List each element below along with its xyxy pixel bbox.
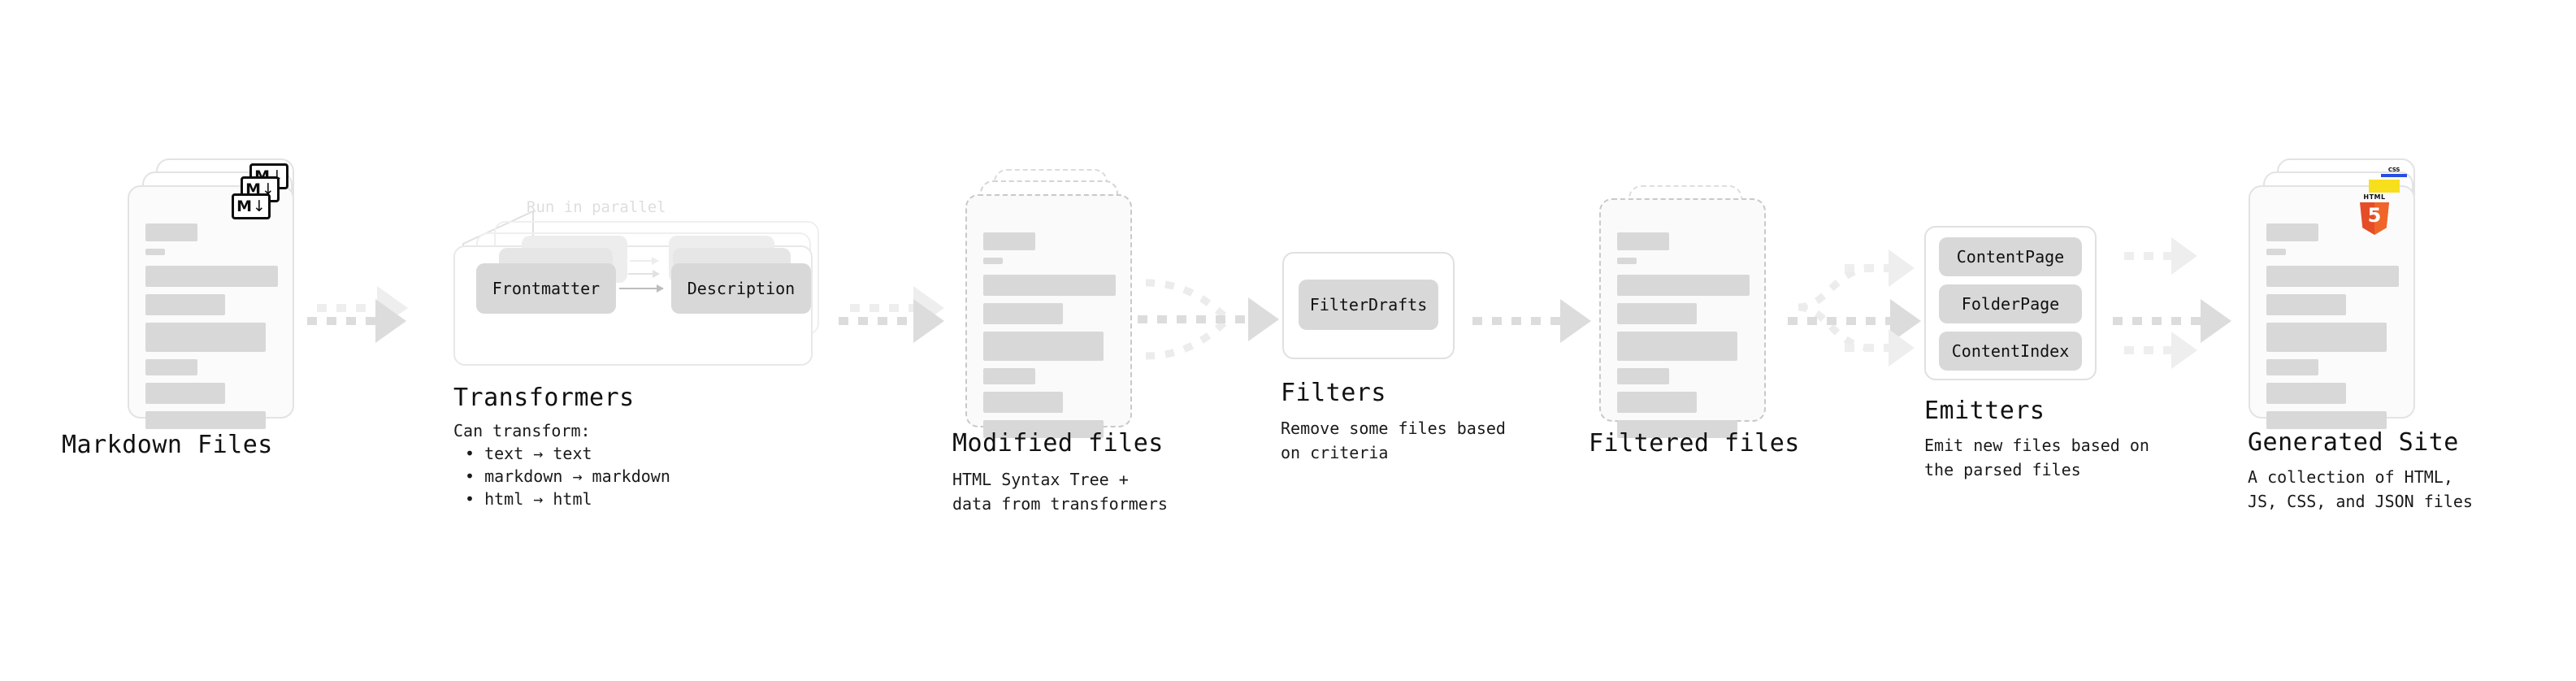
emitters-pill-contentindex-label: ContentIndex <box>1951 341 2070 361</box>
flow-arrow-filters-to-filtered <box>1472 299 1602 343</box>
generated-site-stack: CSS HTML 5 <box>2249 158 2435 429</box>
markdown-icon-letter: M <box>245 180 261 198</box>
transformer-pill-frontmatter[interactable]: Frontmatter <box>476 263 616 314</box>
stage-desc-filters: Remove some files based on criteria <box>1281 419 1506 462</box>
modified-file-content-lines <box>983 232 1117 445</box>
emitters-pill-folderpage[interactable]: FolderPage <box>1939 284 2082 323</box>
flow-branch-modified-merge <box>1145 279 1230 360</box>
stage-title-emitters: Emitters <box>1924 397 2045 425</box>
emitters-pill-contentpage-label: ContentPage <box>1956 247 2065 267</box>
stage-desc-generated: A collection of HTML, JS, CSS, and JSON … <box>2248 467 2473 511</box>
html5-icon: HTML 5 <box>2357 193 2392 235</box>
transformers-group: Frontmatter Description <box>453 221 835 367</box>
transformer-inner-arrow-back <box>630 257 659 265</box>
modified-files-stack <box>965 169 1152 438</box>
css-icon-label: CSS <box>2387 167 2400 173</box>
filters-pill-filterdrafts-label: FilterDrafts <box>1309 295 1428 314</box>
emitters-pill-folderpage-label: FolderPage <box>1961 294 2060 314</box>
flow-arrow-modified-to-filters <box>1138 297 1292 341</box>
stage-title-modified: Modified files <box>952 429 1164 458</box>
flow-arrow-emitters-out-top <box>2124 237 2238 275</box>
html5-icon-shield-inner <box>2374 202 2389 235</box>
stage-desc-transformers-bullet-1: • markdown → markdown <box>465 466 670 486</box>
flow-branch-emitters-split <box>1798 264 1869 352</box>
run-in-parallel-label: Run in parallel <box>527 198 666 216</box>
emitters-pill-contentindex[interactable]: ContentIndex <box>1939 332 2082 371</box>
transformer-pill-description-label: Description <box>687 279 796 298</box>
stage-title-filters: Filters <box>1281 379 1386 407</box>
markdown-files-stack: M ↓ M ↓ M ↓ <box>128 158 314 429</box>
stage-title-filtered: Filtered files <box>1589 429 1800 458</box>
stage-desc-transformers-bullet-2: • html → html <box>465 489 592 509</box>
stage-title-transformers: Transformers <box>453 384 635 412</box>
filtered-files-stack <box>1599 185 1786 445</box>
markdown-icon: M ↓ <box>232 193 271 219</box>
stage-desc-transformers-bullet-0: • text → text <box>465 444 592 463</box>
markdown-file-content-lines <box>145 223 280 436</box>
flow-arrow-emitters-to-generated <box>2113 299 2243 343</box>
generated-file-content-lines <box>2266 223 2400 436</box>
markdown-icon-arrow: ↓ <box>253 197 266 215</box>
markdown-icon-arrow: ↓ <box>262 180 275 198</box>
emitters-pill-contentpage[interactable]: ContentPage <box>1939 237 2082 276</box>
transformer-inner-arrow-mid <box>628 270 660 278</box>
html5-icon-digit: 5 <box>2367 204 2382 227</box>
flow-arrow-to-contentindex <box>1845 329 1950 367</box>
filters-pill-filterdrafts[interactable]: FilterDrafts <box>1299 280 1438 330</box>
filtered-file-content-lines <box>1617 232 1751 445</box>
css-icon: CSS <box>2381 167 2407 177</box>
flow-arrow-transformers-to-modified <box>839 299 952 343</box>
flow-arrow-to-contentpage <box>1845 249 1950 287</box>
transformer-pill-frontmatter-label: Frontmatter <box>492 279 601 298</box>
js-icon <box>2369 180 2400 193</box>
transformer-pill-description[interactable]: Description <box>671 263 811 314</box>
stage-title-markdown: Markdown Files <box>62 431 273 459</box>
flow-arrow-emitters-out-bottom <box>2124 332 2238 369</box>
flow-arrow-markdown-to-transformers <box>307 299 413 343</box>
stage-desc-modified: HTML Syntax Tree + data from transformer… <box>952 470 1168 514</box>
css-icon-bar <box>2381 174 2407 177</box>
markdown-icon-letter: M <box>236 197 252 215</box>
transformer-inner-arrow-front <box>619 284 664 293</box>
stage-desc-transformers-head: Can transform: <box>453 421 591 440</box>
stage-title-generated: Generated Site <box>2248 428 2459 457</box>
html5-icon-caption: HTML <box>2363 193 2386 201</box>
stage-desc-emitters: Emit new files based on the parsed files <box>1924 436 2149 479</box>
